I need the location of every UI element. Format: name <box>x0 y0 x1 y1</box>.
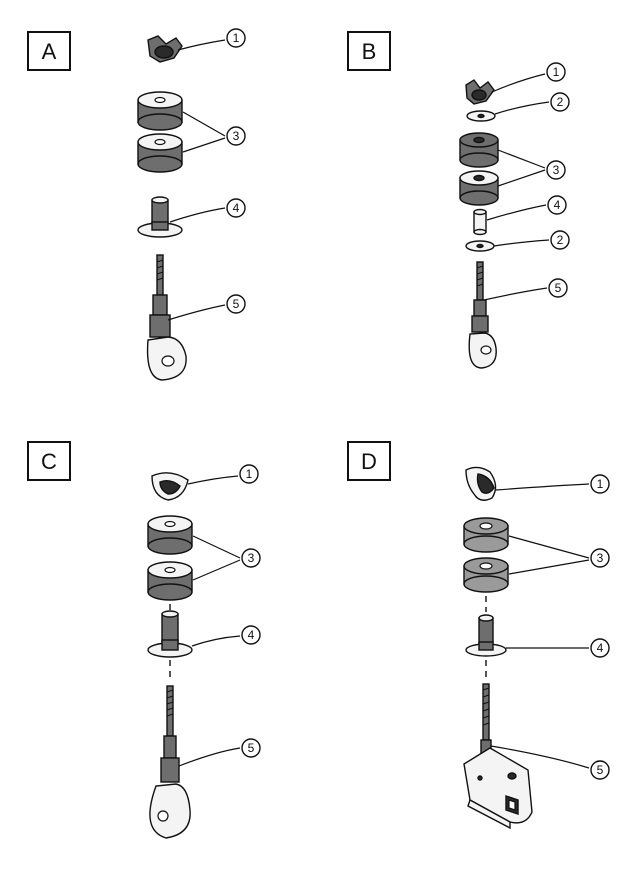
panel-d-foam-pad-upper <box>463 517 509 553</box>
svg-text:3: 3 <box>597 551 604 565</box>
panel-b-callout-2-upper: 2 <box>494 92 570 115</box>
panel-b-callout-5: 5 <box>483 278 568 301</box>
panel-b-bushing-upper <box>459 132 499 168</box>
panel-a-flanged-sleeve <box>137 196 183 238</box>
svg-text:1: 1 <box>553 65 560 79</box>
panel-d-foam-pad-lower <box>463 557 509 593</box>
panel-b-callout-3: 3 <box>497 149 566 187</box>
panel-d-callout-1: 1 <box>495 474 610 494</box>
svg-text:1: 1 <box>597 477 604 491</box>
panel-d-callout-5: 5 <box>490 745 610 780</box>
svg-text:5: 5 <box>597 763 604 777</box>
panel-a-bushing-lower <box>137 133 183 173</box>
panel-a-wing-nut <box>147 35 183 63</box>
panel-c-callout-5: 5 <box>178 738 261 767</box>
panel-a-label-box <box>27 31 71 71</box>
svg-text:3: 3 <box>248 551 255 565</box>
panel-b-callout-2-lower: 2 <box>493 230 570 250</box>
panel-a-callout-3: 3 <box>182 111 246 153</box>
panel-b-bushing-lower <box>459 170 499 206</box>
panel-c-label-box <box>27 441 71 481</box>
svg-text:4: 4 <box>597 641 604 655</box>
panel-a-label: A <box>42 39 57 64</box>
panel-a-eye-bolt <box>146 254 187 381</box>
panel-c-callout-3: 3 <box>192 535 261 581</box>
panel-a: A <box>27 28 246 381</box>
svg-text:2: 2 <box>557 233 564 247</box>
svg-text:4: 4 <box>233 201 240 215</box>
svg-text:4: 4 <box>248 628 255 642</box>
panel-c-bushing-lower <box>147 561 193 601</box>
panel-d-callout-4: 4 <box>506 638 610 658</box>
panel-a-callout-1: 1 <box>177 28 246 51</box>
panel-a-bushing-upper <box>137 91 183 131</box>
panel-d-wing-nut <box>465 466 497 501</box>
panel-b-callout-4: 4 <box>486 195 567 221</box>
panel-a-callout-4: 4 <box>169 198 246 223</box>
panel-b-washer-upper <box>466 110 496 122</box>
panel-b-wing-nut <box>465 79 495 105</box>
panel-a-callout-5: 5 <box>167 294 246 321</box>
panel-c-flanged-sleeve <box>147 610 193 658</box>
svg-text:2: 2 <box>557 95 564 109</box>
svg-text:4: 4 <box>554 198 561 212</box>
svg-text:5: 5 <box>555 281 562 295</box>
panel-b-label-box <box>347 31 391 71</box>
panel-c-wing-nut <box>151 472 189 501</box>
panel-c-callout-4: 4 <box>191 625 261 647</box>
panel-b-washer-lower <box>465 240 495 252</box>
panel-b-callout-1: 1 <box>491 62 566 93</box>
svg-text:5: 5 <box>233 297 240 311</box>
panel-c-label: C <box>41 449 57 474</box>
panel-c-eye-bolt <box>149 685 191 839</box>
panel-c-bushing-upper <box>147 515 193 555</box>
svg-text:1: 1 <box>233 31 240 45</box>
panel-c-callout-1: 1 <box>187 464 259 485</box>
panel-d: D <box>347 441 610 830</box>
panel-b-spacer-tube <box>473 208 487 236</box>
panel-b-label: B <box>362 39 377 64</box>
svg-text:5: 5 <box>248 741 255 755</box>
panel-b: B <box>347 31 570 369</box>
panel-d-label-box <box>347 441 391 481</box>
svg-text:1: 1 <box>246 467 253 481</box>
panel-d-label: D <box>361 449 377 474</box>
svg-text:3: 3 <box>233 129 240 143</box>
panel-d-mounting-bolt <box>463 683 533 830</box>
svg-text:3: 3 <box>553 163 560 177</box>
panel-c: C <box>27 441 261 839</box>
panel-b-eye-bolt <box>468 261 497 369</box>
panel-d-flanged-sleeve <box>465 614 507 657</box>
panel-d-callout-3: 3 <box>508 535 610 575</box>
